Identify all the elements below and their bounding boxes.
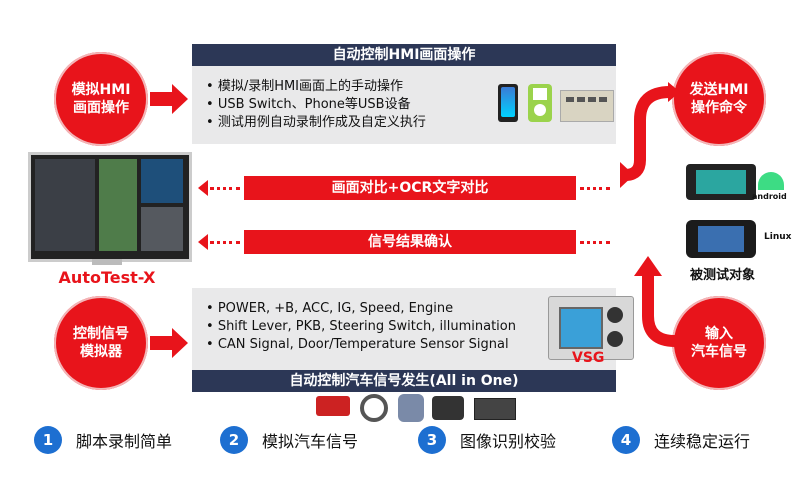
feature-item: 2 模拟汽车信号 [220,426,358,454]
head-unit-linux-icon [686,220,756,258]
music-player-icon [528,84,552,122]
feature-item: 1 脚本录制简单 [34,426,172,454]
bar-signal-confirm: 信号结果确认 [244,230,576,254]
usb-switch-icon [560,90,614,122]
feature-number-badge: 2 [220,426,248,454]
target-device-label: 被测试对象 [690,268,756,283]
smartphone-icon [498,84,518,122]
feature-text: 图像识别校验 [460,432,557,451]
feature-number-badge: 4 [612,426,640,454]
dotted-line [580,187,610,190]
bullet-item: POWER, +B, ACC, IG, Speed, Engine [206,300,566,318]
top-panel-bullets: 模拟/录制HMI画面上的手动操作 USB Switch、Phone等USB设备 … [206,78,506,132]
signal-box-icon [316,396,350,416]
circle-input-car-signal: 输入 汽车信号 [672,296,766,390]
bullet-item: 模拟/录制HMI画面上的手动操作 [206,78,506,96]
camera-icon [432,396,464,420]
android-logo-text: android [752,192,787,201]
top-panel-title: 自动控制HMI画面操作 [192,44,616,66]
bullet-item: Shift Lever, PKB, Steering Switch, illum… [206,318,566,336]
vsg-label: VSG [572,350,605,366]
circle-simulate-hmi: 模拟HMI 画面操作 [54,52,148,146]
bottom-panel-title: 自动控制汽车信号发生(All in One) [192,370,616,392]
power-supply-icon [474,398,516,420]
linux-logo-text: Linux [764,232,792,242]
circle-send-hmi-command: 发送HMI 操作命令 [672,52,766,146]
feature-number-badge: 3 [418,426,446,454]
monitor-stand [92,259,122,265]
circle-signal-simulator: 控制信号 模拟器 [54,296,148,390]
bullet-item: CAN Signal, Door/Temperature Sensor Sign… [206,336,566,354]
autotest-x-label: AutoTest-X [58,268,156,287]
monitor-icon [28,152,192,262]
android-icon [758,172,784,190]
feature-item: 4 连续稳定运行 [612,426,750,454]
dotted-line [580,241,610,244]
bullet-item: USB Switch、Phone等USB设备 [206,96,506,114]
head-unit-android-icon [686,164,756,200]
arrow-right-icon [150,328,188,358]
feature-text: 连续稳定运行 [654,432,751,451]
dotted-line [210,187,240,190]
feature-number-badge: 1 [34,426,62,454]
feature-text: 脚本录制简单 [76,432,173,451]
feature-item: 3 图像识别校验 [418,426,556,454]
bar-screen-compare: 画面对比+OCR文字对比 [244,176,576,200]
vsg-device-icon [548,296,634,360]
bottom-panel-bullets: POWER, +B, ACC, IG, Speed, Engine Shift … [206,300,566,354]
gear-shift-icon [398,394,424,422]
feature-text: 模拟汽车信号 [262,432,359,451]
arrow-left-icon [198,234,208,250]
curved-arrow-icon [634,256,676,347]
steering-wheel-icon [360,394,388,422]
curved-arrow-icon [620,82,680,188]
arrow-right-icon [150,84,188,114]
dotted-line [210,241,240,244]
bullet-item: 测试用例自动录制作成及自定义执行 [206,114,506,132]
arrow-left-icon [198,180,208,196]
